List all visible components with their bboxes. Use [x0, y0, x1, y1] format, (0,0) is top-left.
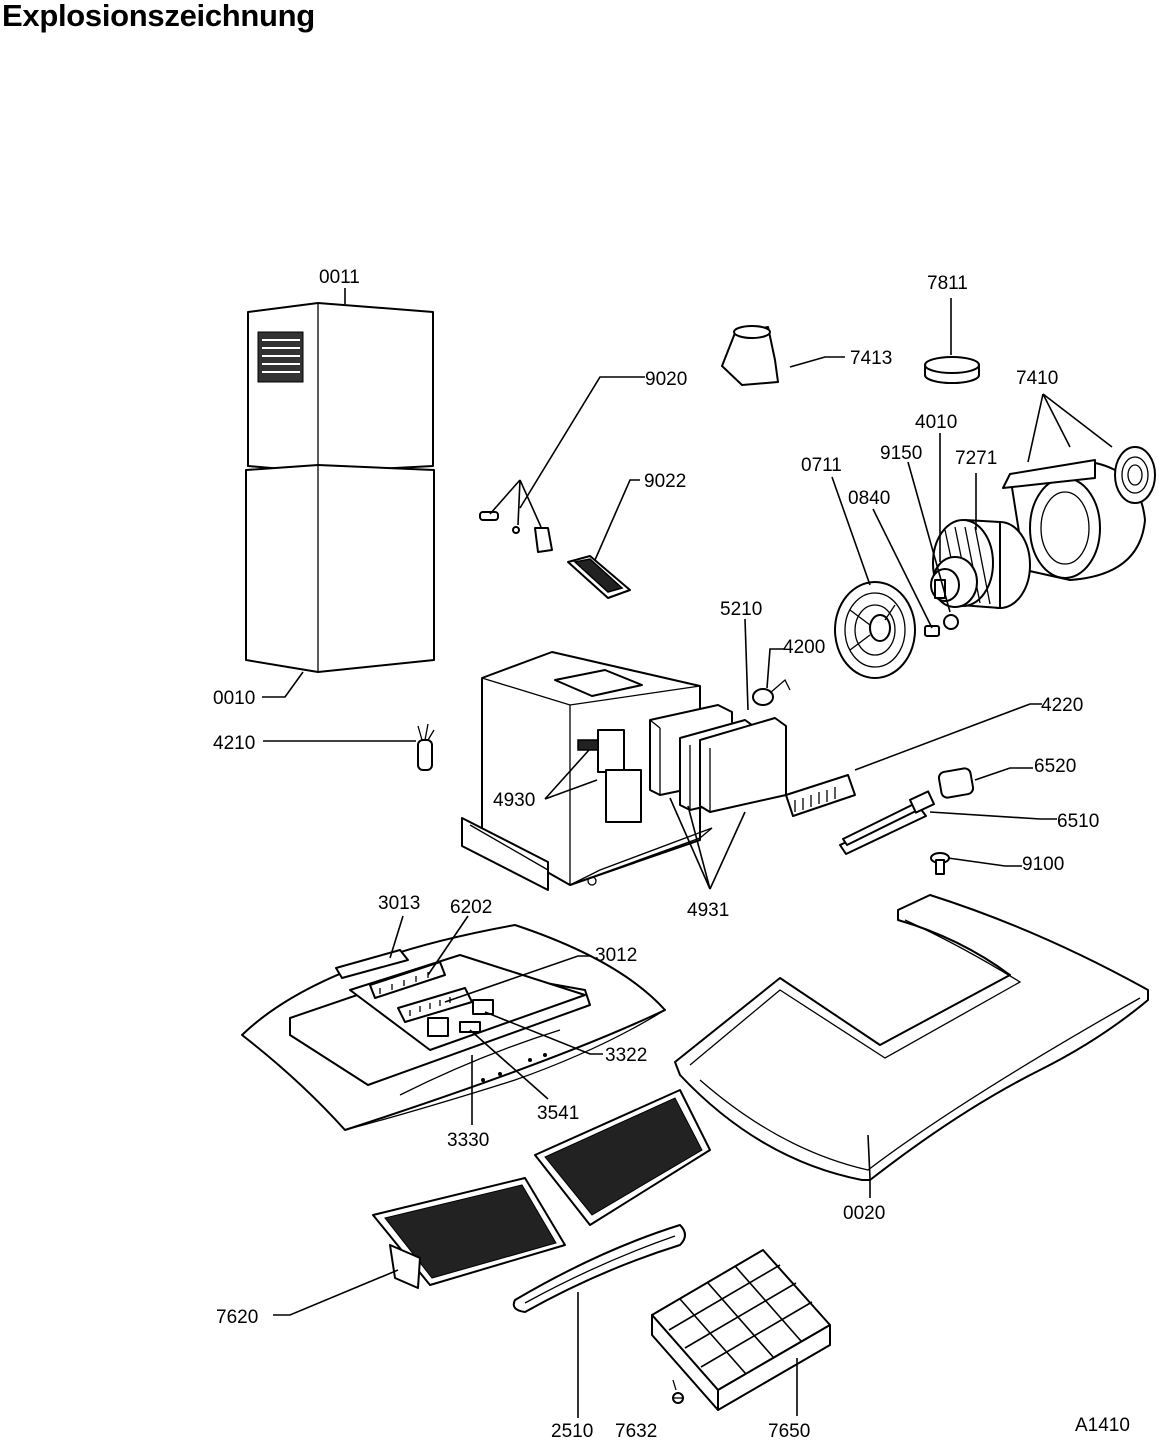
switch-3541 — [459, 1021, 481, 1033]
capacitor-4200 — [752, 678, 791, 706]
rotor-disc-0711 — [834, 581, 916, 679]
label-7271: 7271 — [955, 448, 997, 469]
label-4220: 4220 — [1041, 695, 1083, 716]
label-4210: 4210 — [213, 733, 255, 754]
label-4931: 4931 — [687, 900, 729, 921]
switch-3330 — [427, 1017, 449, 1037]
carbon-filter-7650 — [651, 1249, 831, 1411]
motor-housing-box — [461, 651, 713, 891]
fan-housing-7410 — [1002, 446, 1156, 581]
label-7413: 7413 — [850, 348, 892, 369]
modules-4930 — [577, 729, 642, 823]
label-9020: 9020 — [645, 369, 687, 390]
screw-7632 — [672, 1379, 684, 1404]
lamp-socket-4220 — [785, 774, 856, 817]
label-4010: 4010 — [915, 412, 957, 433]
label-9100: 9100 — [1022, 854, 1064, 875]
label-7811: 7811 — [927, 273, 968, 294]
control-board-6202 — [369, 961, 446, 999]
glass-plate-0020 — [674, 894, 1149, 1181]
label-0011: 0011 — [319, 267, 360, 288]
starter-6520 — [937, 767, 975, 799]
chimney-lower-0010 — [245, 464, 435, 673]
switch-3322 — [472, 999, 494, 1015]
part-0840-9150 — [924, 614, 959, 637]
label-0020: 0020 — [843, 1203, 885, 1224]
part-7811 — [924, 356, 980, 384]
label-6202: 6202 — [450, 897, 492, 918]
label-7632: 7632 — [615, 1421, 657, 1441]
label-3541: 3541 — [537, 1103, 579, 1124]
part-9022 — [567, 555, 631, 599]
lamp-tube-6510 — [839, 790, 936, 855]
grease-filter-7620-b — [534, 1089, 711, 1226]
label-7410: 7410 — [1016, 368, 1058, 389]
label-3012: 3012 — [595, 945, 637, 966]
label-5210: 5210 — [720, 599, 762, 620]
part-labels: 0011 0010 4210 9020 9022 7413 7811 7410 … — [213, 267, 1130, 1441]
label-9150: 9150 — [880, 443, 922, 464]
label-4930: 4930 — [493, 790, 535, 811]
label-0840: 0840 — [848, 488, 890, 509]
part-4210 — [417, 723, 435, 771]
label-6510: 6510 — [1057, 811, 1099, 832]
leader-lines — [262, 288, 1113, 1418]
label-3322: 3322 — [605, 1045, 647, 1066]
light-strip-2510 — [512, 1224, 686, 1313]
label-0010: 0010 — [213, 688, 255, 709]
part-7413 — [721, 325, 779, 386]
screw-9100 — [930, 852, 950, 875]
label-9022: 9022 — [644, 471, 686, 492]
page-title: Explosionszeichnung — [2, 0, 315, 33]
chimney-upper-0011 — [247, 302, 434, 473]
label-3330: 3330 — [447, 1130, 489, 1151]
label-7620: 7620 — [216, 1307, 258, 1328]
label-0711: 0711 — [801, 455, 842, 476]
part-9020 — [479, 511, 553, 553]
grease-filter-7620-a — [372, 1177, 566, 1289]
drawing-code: A1410 — [1075, 1415, 1130, 1436]
label-4200: 4200 — [783, 637, 825, 658]
label-7650: 7650 — [768, 1421, 810, 1441]
label-2510: 2510 — [551, 1421, 593, 1441]
modules-4931 — [649, 704, 787, 813]
label-3013: 3013 — [378, 893, 420, 914]
label-6520: 6520 — [1034, 756, 1076, 777]
motor-4010 — [930, 556, 978, 608]
